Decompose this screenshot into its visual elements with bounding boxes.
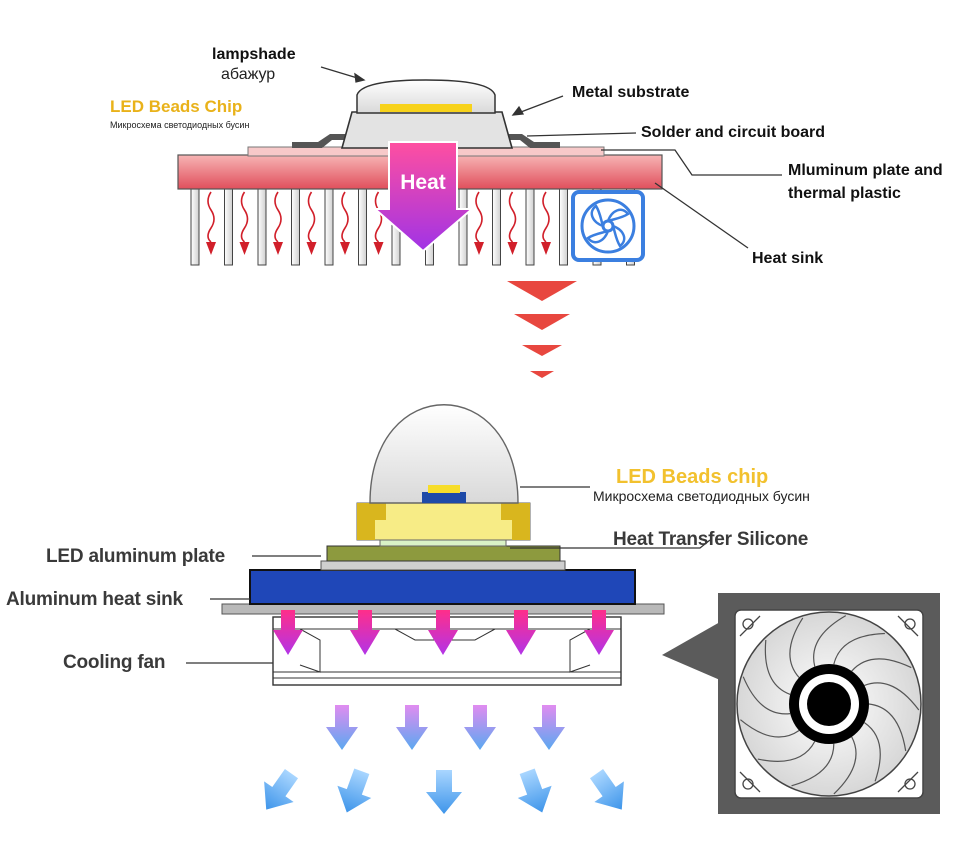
fan-blade (757, 741, 816, 762)
airflow-arrow-angled (426, 770, 462, 814)
heat-wave (240, 191, 249, 243)
airflow-arrow (464, 705, 496, 750)
heat-arrow: Heat (372, 141, 475, 253)
led-beads-chip-label-bottom-ru: Микросхема светодиодных бусин (593, 488, 810, 504)
solder-circuit-board-label: Solder and circuit board (641, 124, 826, 141)
heat-flow-arrow (350, 610, 380, 655)
fan-closeup-icon (662, 593, 940, 814)
heat-wave-head (239, 242, 250, 255)
airflow-arrow (326, 705, 358, 750)
heat-wave-head (273, 242, 283, 255)
led-beads-chip-label-bottom: LED Beads chip (616, 466, 769, 488)
heat-wave (542, 191, 550, 243)
airflow-arrow-angled (517, 768, 552, 813)
fan-blade (864, 682, 920, 711)
silicone-highlight (379, 539, 507, 547)
heat-flow-arrow (428, 610, 458, 655)
cooling-fan-label: Cooling fan (63, 652, 166, 673)
fan-icon (571, 190, 645, 262)
fan-blade (833, 632, 885, 665)
heat-sink-fin (492, 188, 501, 266)
heat-wave (341, 191, 349, 243)
led-chip-blue (422, 492, 466, 503)
top-leader-lines (320, 66, 782, 249)
airflow-arrow-angled (264, 769, 299, 810)
heat-sink-fin (525, 188, 535, 266)
fan-blade (813, 615, 847, 667)
airflow-arrow (533, 705, 565, 750)
heat-wave-head (373, 242, 384, 255)
lampshade-label: lampshade (212, 46, 296, 63)
fan-blade (864, 722, 881, 782)
led-aluminum-plate (320, 560, 566, 571)
heat-wave-head (507, 242, 518, 255)
airflow-arrow (396, 705, 428, 750)
heat-arrow-label: Heat (400, 171, 446, 194)
heat-wave-head (306, 242, 317, 255)
airflow-arrow-angled (337, 768, 372, 813)
heat-sink-fin (458, 188, 468, 266)
solder-pad-right (506, 134, 560, 148)
bottom-assembly (186, 404, 940, 814)
led-aluminum-plate-label: LED aluminum plate (46, 546, 226, 567)
lampshade-label-ru: абажур (221, 66, 276, 83)
heat-wave (274, 191, 282, 243)
heat-wave (475, 191, 483, 243)
heat-wave-head (474, 242, 484, 255)
heat-wave (207, 191, 215, 243)
housing-tab-left (357, 503, 386, 540)
aluminum-heat-sink (249, 569, 636, 605)
aluminum-heat-sink-label: Aluminum heat sink (6, 589, 183, 610)
heat-flow-arrow (506, 610, 536, 655)
heat-flow-arrow (584, 610, 614, 655)
led-dome (369, 404, 519, 504)
fan-blade (740, 719, 800, 738)
airflow-arrow-angled (589, 769, 624, 810)
fan-blade (851, 658, 912, 672)
heat-wave-arrows (206, 191, 551, 255)
aluminum-plate-label-line1: Mluminum plate and (788, 162, 943, 179)
solder-pad-left (292, 134, 346, 148)
heat-wave-head (340, 242, 350, 255)
cooling-fan-box (272, 616, 622, 686)
led-chip-yellow (428, 485, 460, 493)
airflow-arrows (264, 705, 624, 814)
heat-sink-fin (324, 188, 334, 266)
heat-sink-fin (190, 188, 200, 266)
heat-wave-head (206, 242, 216, 255)
heat-wave (508, 191, 517, 243)
fan-blade (742, 676, 791, 715)
aluminum-plate-label-line2: thermal plastic (788, 185, 901, 202)
led-chip-top (380, 104, 472, 112)
heat-chevrons (507, 281, 577, 378)
heat-wave (374, 191, 383, 243)
heat-transfer-silicone-label: Heat Transfer Silicone (613, 529, 809, 550)
housing-tab-right (501, 503, 530, 540)
heat-sink-fin (257, 188, 267, 266)
led-beads-chip-label-ru: Микросхема светодиодных бусин (110, 120, 250, 130)
heat-flow-arrow (273, 610, 303, 655)
heat-sink-fin (224, 188, 233, 266)
heat-sink-fin (559, 188, 568, 266)
heat-sink-fin (358, 188, 367, 266)
top-assembly: Heat (177, 66, 782, 378)
metal-substrate-label: Metal substrate (572, 84, 690, 101)
fan-blade (789, 617, 804, 678)
heat-wave (307, 191, 316, 243)
heat-sink-label: Heat sink (752, 250, 824, 267)
fan-blade (833, 736, 857, 795)
heat-sink-fin (291, 188, 300, 266)
bottom-leader-lines (186, 486, 711, 664)
fan-blade (868, 703, 907, 752)
heat-flow-arrows (273, 610, 614, 655)
fan-blade (764, 639, 791, 695)
led-beads-chip-label: LED Beads Chip (110, 97, 243, 116)
fan-blade (791, 743, 835, 787)
heat-wave-head (541, 242, 551, 255)
